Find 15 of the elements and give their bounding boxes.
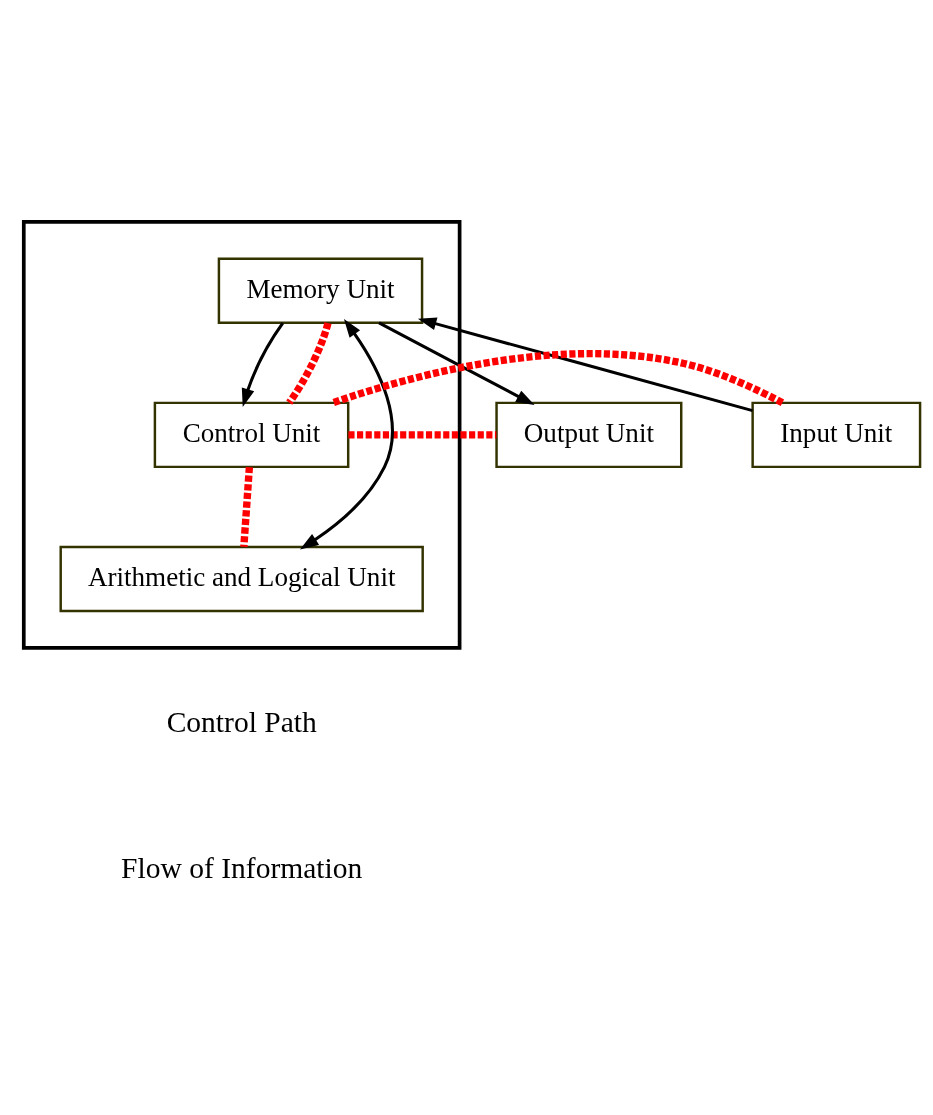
legend-label: Flow of Information (120, 851, 362, 884)
arrow (241, 321, 284, 407)
arrow (417, 316, 753, 412)
arrow (377, 321, 535, 405)
connector (331, 349, 784, 406)
node-box: Memory Unit (217, 257, 423, 324)
cluster (21, 219, 461, 650)
node-box: Input Unit (750, 401, 921, 468)
arrow (299, 318, 394, 549)
connector (239, 466, 253, 547)
connector (347, 430, 496, 439)
node-box: Arithmetic and Logical Unit (59, 545, 424, 612)
legend-label: Control Path (166, 705, 317, 738)
node-box: Control Unit (153, 401, 349, 468)
node-box: Output Unit (494, 401, 682, 468)
